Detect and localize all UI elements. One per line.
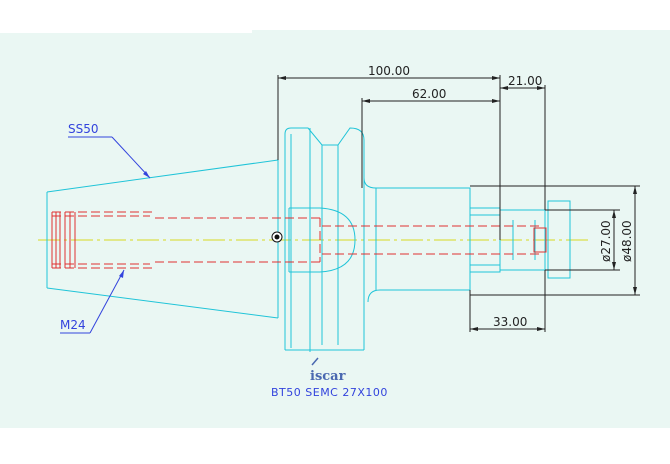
logo: iscar: [310, 357, 346, 384]
dim-inner-length: 62.00: [412, 87, 446, 101]
callout-arrowheads: [119, 171, 150, 278]
center-point-marker: [271, 231, 283, 243]
dimension-lines: [277, 75, 640, 332]
dimension-arrows: [278, 76, 637, 331]
hidden-thread-end: [51, 212, 547, 268]
part-name: BT50 SEMC 27X100: [271, 386, 388, 399]
callout-taper-label: SS50: [68, 122, 99, 136]
callout-leaders: [60, 136, 151, 334]
dim-overall-length: 100.00: [368, 64, 410, 78]
dim-extension-length: 21.00: [508, 74, 542, 88]
dim-bore-diameter: ø27.00: [599, 220, 613, 262]
callout-thread-label: M24: [60, 318, 86, 332]
hidden-thread: [52, 211, 540, 269]
dim-outer-diameter: ø48.00: [620, 220, 634, 262]
logo-text: iscar: [310, 369, 346, 384]
dim-nose-length: 33.00: [493, 315, 527, 329]
inner-contour: [288, 207, 356, 273]
